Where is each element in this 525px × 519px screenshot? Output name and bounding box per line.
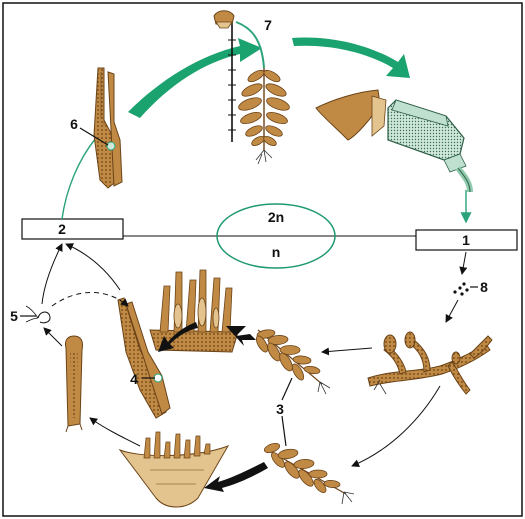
arrow-cup-to-antheridium xyxy=(89,417,141,447)
arrow-spores-to-protonema xyxy=(445,299,459,323)
ploidy-lower-label: n xyxy=(272,244,281,260)
black-arrow-to-archegonium xyxy=(158,322,198,352)
label-3-pointer-upper xyxy=(281,377,293,401)
leafy-gametophyte-lower xyxy=(263,442,355,505)
protonema-rhizoids xyxy=(373,379,387,395)
stage-box-2 xyxy=(21,218,124,240)
label-3-pointer-lower xyxy=(281,415,287,447)
arrow-protonema-to-male-gametophyte xyxy=(321,347,373,356)
label-6-pointer xyxy=(79,127,109,146)
arrow-meiosis-to-spores xyxy=(459,251,468,275)
stage-box-2-label: 2 xyxy=(58,221,66,237)
green-line-fertilization xyxy=(61,137,97,220)
label-5: 5 xyxy=(10,308,18,324)
ploidy-upper-label: 2n xyxy=(268,209,284,225)
stage-box-1 xyxy=(415,229,518,251)
capsule-releasing-spores xyxy=(315,89,473,193)
label-4: 4 xyxy=(130,371,138,387)
label-3: 3 xyxy=(276,401,284,417)
stage-box-1-label: 1 xyxy=(462,232,470,248)
dashed-arrow-sperm-to-archegonium xyxy=(51,292,129,307)
label-7: 7 xyxy=(264,17,272,33)
spores xyxy=(453,282,469,296)
black-arrow-to-cup xyxy=(204,462,268,492)
antheridium xyxy=(65,335,83,433)
leafy-gametophyte-upper xyxy=(255,329,331,395)
arrow-egg-to-fertilization xyxy=(65,243,121,291)
archegonium-with-zygote xyxy=(93,67,123,189)
arrow-protonema-to-female-gametophyte xyxy=(351,385,441,467)
green-arrow-zygote-to-sporophyte xyxy=(128,38,262,118)
green-arrow-sporophyte-to-capsule xyxy=(292,37,410,78)
sporophyte-on-leafy-gametophyte xyxy=(213,10,290,165)
archegonium-with-egg xyxy=(117,297,171,419)
protonema xyxy=(367,331,493,395)
arrow-sperm-to-fertilization xyxy=(41,243,63,305)
label-6: 6 xyxy=(70,116,78,132)
ploidy-ellipse xyxy=(216,203,336,269)
sperm-cell xyxy=(25,305,51,324)
black-arrow-to-antheridial-head xyxy=(226,326,256,346)
label-8: 8 xyxy=(480,279,488,295)
gametangial-cup xyxy=(118,431,230,508)
arrow-antheridium-to-sperm xyxy=(43,327,63,347)
